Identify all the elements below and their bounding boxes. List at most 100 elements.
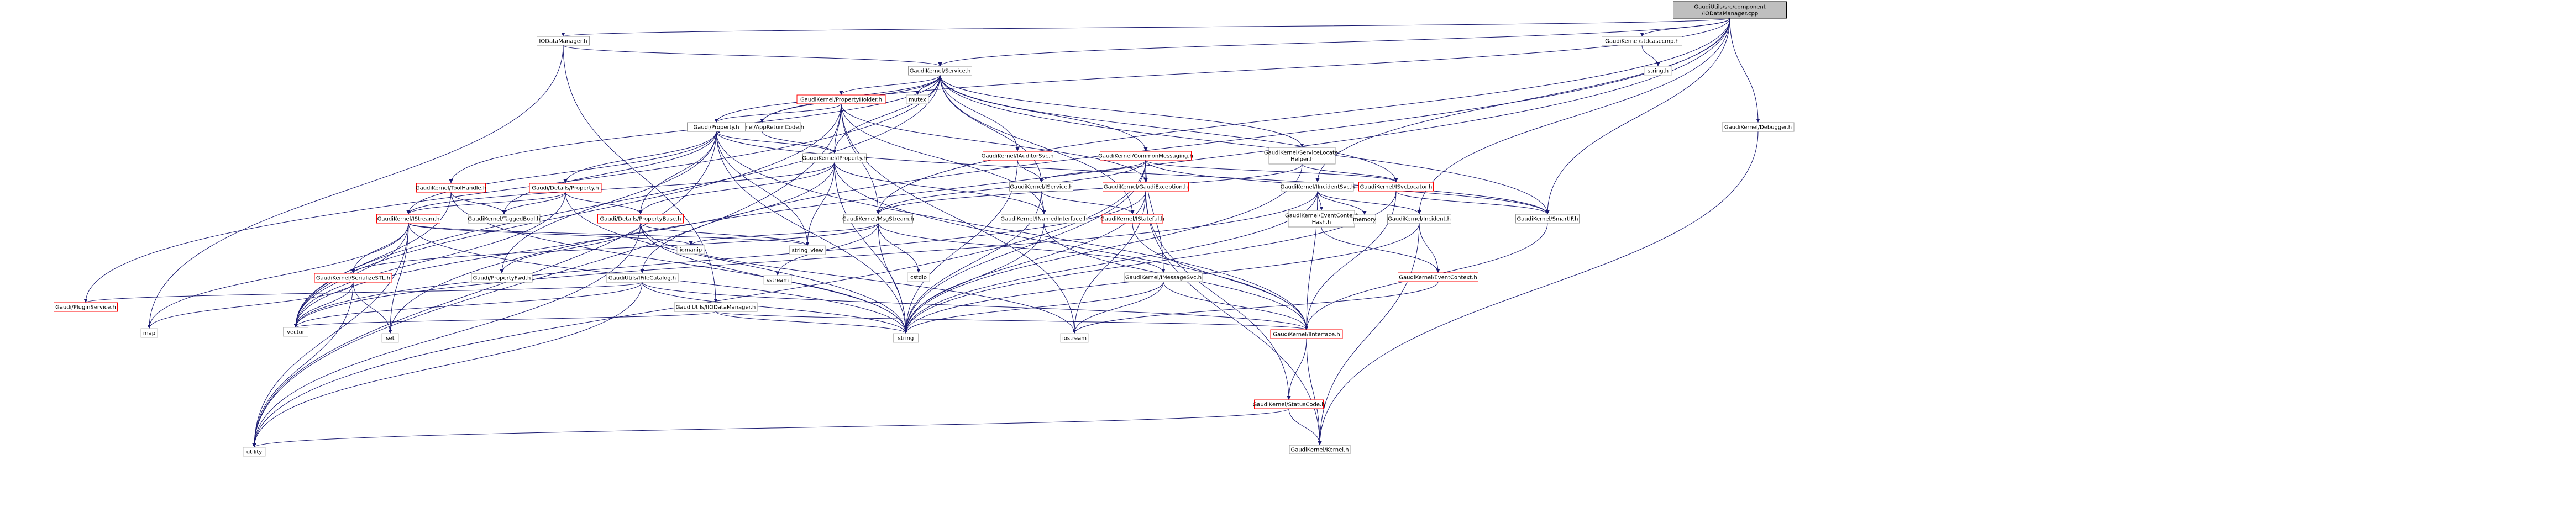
nodes-layer: GaudiUtils/src/component/IODataManager.c… (54, 1, 1795, 457)
node-box (1673, 1, 1787, 19)
node-istateful_h[interactable]: GaudiKernel/IStateful.h (1100, 214, 1164, 224)
node-mutex: mutex (906, 94, 929, 104)
node-box (1644, 66, 1672, 76)
node-iinterface_h[interactable]: GaudiKernel/IInterface.h (1270, 329, 1343, 339)
node-property_h[interactable]: Gaudi/Property.h (687, 122, 746, 132)
node-label: Hash.h (1312, 220, 1331, 226)
node-propertyholder_h[interactable]: GaudiKernel/PropertyHolder.h (796, 94, 886, 104)
node-memory: memory (1353, 214, 1376, 224)
edge-detailsproperty_h-to-taggedbool_h (502, 192, 566, 215)
node-taggedbool_h[interactable]: GaudiKernel/TaggedBool.h (468, 214, 541, 224)
node-iauditorsvc_h[interactable]: GaudiKernel/IAuditorSvc.h (982, 151, 1054, 161)
node-inamedinterface_h[interactable]: GaudiKernel/INamedInterface.h (1000, 214, 1088, 224)
node-smartif_h[interactable]: GaudiKernel/SmartIF.h (1515, 214, 1580, 224)
node-label: GaudiUtils/src/component (1694, 4, 1765, 10)
node-debugger_h[interactable]: GaudiKernel/Debugger.h (1722, 122, 1795, 132)
edge-iproperty_h-to-vector (293, 162, 835, 328)
edge-detailsproperty_h-to-string (565, 192, 908, 334)
node-box (537, 36, 590, 46)
node-root[interactable]: GaudiUtils/src/component/IODataManager.c… (1673, 1, 1787, 19)
node-box (893, 333, 919, 343)
node-box (1398, 272, 1478, 282)
edge-detailsproperty_h-to-propertybase_h (565, 192, 643, 215)
edge-iiodatamanager_h-to-iinterface_h (715, 311, 1309, 330)
node-box (376, 214, 440, 224)
edge-service_h-to-ipluginservice_h (83, 75, 941, 303)
edge-root-to-stdcasecmp_h (1640, 18, 1730, 37)
edge-msgstream_h-to-string (878, 223, 908, 334)
node-isvclocator_h[interactable]: GaudiKernel/ISvcLocator.h (1358, 182, 1434, 192)
node-iiodatamanager_h[interactable]: GaudiUtils/IIODataManager.h (674, 302, 758, 312)
node-iproperty_h[interactable]: GaudiKernel/IProperty.h (802, 153, 867, 163)
edge-iiodatamanager_h-to-string (715, 311, 908, 334)
node-box (1289, 445, 1351, 454)
node-service_h[interactable]: GaudiKernel/Service.h (908, 66, 972, 76)
node-imessagesvc_h[interactable]: GaudiKernel/IMessageSvc.h (1124, 272, 1203, 282)
node-label: iomanip (680, 247, 702, 253)
edge-filecatalog_h-to-ipluginservice_h (83, 282, 643, 303)
node-iomanip: iomanip (676, 245, 705, 255)
node-ipluginservice_h[interactable]: Gaudi/PluginService.h (54, 302, 118, 312)
node-propertyfwd_h[interactable]: Gaudi/PropertyFwd.h (471, 273, 533, 283)
node-box (54, 302, 118, 312)
edge-iproperty_h-to-propertybase_h (638, 162, 835, 215)
edge-propertyholder_h-to-iostream (841, 103, 1077, 334)
node-iodatamanager_h[interactable]: IODataManager.h (537, 36, 590, 46)
node-box (796, 94, 886, 104)
node-filecatalog_h[interactable]: GaudiUtils/IFileCatalog.h (606, 273, 679, 283)
node-box (314, 273, 392, 283)
node-box (843, 214, 913, 224)
node-eventcontext_h[interactable]: GaudiKernel/EventContext.h (1398, 272, 1478, 282)
node-incident_h[interactable]: GaudiKernel/Incident.h (1387, 214, 1451, 224)
edge-msgstream_h-to-iomanip (689, 223, 879, 246)
node-commonmessaging_h[interactable]: GaudiKernel/CommonMessaging.h (1098, 151, 1193, 161)
node-propertybase_h[interactable]: Gaudi/Details/PropertyBase.h (597, 214, 684, 224)
node-stdcasecmp_h[interactable]: GaudiKernel/stdcasecmp.h (1602, 36, 1682, 46)
edge-propertyholder_h-to-utility (252, 103, 842, 448)
node-box (1124, 272, 1203, 282)
node-istream_h[interactable]: GaudiKernel/IStream.h (376, 214, 440, 224)
node-label: GaudiKernel/SerializeSTL.h (316, 276, 390, 282)
edge-propertyholder_h-to-property_h (714, 103, 842, 123)
edge-istream_h-to-map (147, 223, 409, 329)
edge-serializestl_h-to-map (147, 282, 354, 329)
edge-istream_h-to-iomanip (408, 223, 693, 246)
edge-iservice_h-to-string (904, 191, 1042, 334)
node-box (606, 273, 679, 283)
node-msgstream_h[interactable]: GaudiKernel/MsgStream.h (842, 214, 914, 224)
node-label: sstream (767, 278, 789, 284)
edge-debugger_h-to-kernel_h (1318, 131, 1759, 446)
edge-propertybase_h-to-utility (252, 223, 641, 448)
node-iservice_h[interactable]: GaudiKernel/IService.h (1009, 182, 1073, 192)
node-kernel_h[interactable]: GaudiKernel/Kernel.h (1289, 445, 1351, 454)
node-iincidentsvc_h[interactable]: GaudiKernel/IIncidentSvc.h (1281, 182, 1355, 192)
edge-iinterface_h-to-statuscode_h (1287, 338, 1307, 400)
node-serializestl_h[interactable]: GaudiKernel/SerializeSTL.h (314, 273, 392, 283)
edge-itoolhandle_h-to-vector (293, 192, 452, 328)
edge-service_h-to-iservice_h (940, 75, 1043, 183)
edge-property_h-to-iinterface_h (716, 131, 1309, 330)
node-box (283, 327, 308, 337)
node-label: GaudiKernel/IService.h (1010, 184, 1073, 191)
edge-appreturncode_h-to-iproperty_h (762, 131, 837, 154)
node-label: GaudiKernel/StatusCode.h (1252, 402, 1325, 408)
node-label: GaudiKernel/INamedInterface.h (1000, 216, 1087, 223)
node-statuscode_h[interactable]: GaudiKernel/StatusCode.h (1252, 399, 1325, 409)
edge-property_h-to-istream_h (406, 131, 717, 215)
node-label: GaudiUtils/IFileCatalog.h (608, 276, 676, 282)
node-box (1100, 151, 1192, 161)
node-box (381, 333, 399, 343)
node-box (468, 214, 541, 224)
node-string_view: string_view (789, 245, 826, 255)
node-detailsproperty_h[interactable]: Gaudi/Details/Property.h (529, 183, 602, 193)
edge-msgstream_h-to-serializestl_h (351, 223, 879, 274)
node-label: string.h (1648, 68, 1669, 75)
edge-propertyholder_h-to-vector (293, 103, 842, 328)
node-itoolhandle_h[interactable]: GaudiKernel/ToolHandle.h (416, 183, 486, 193)
edge-iodatamanager_h-to-map (147, 45, 564, 329)
node-gaudiexception_h[interactable]: GaudiKernel/GaudiException.h (1103, 182, 1189, 192)
edge-commonmessaging_h-to-isvclocator_h (1145, 160, 1398, 183)
node-box (676, 245, 705, 255)
